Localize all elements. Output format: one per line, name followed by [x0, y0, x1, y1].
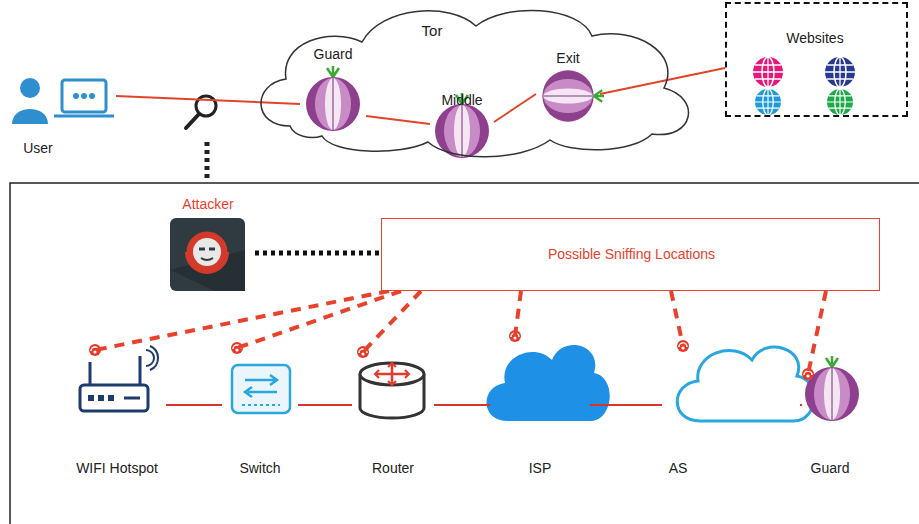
autonomous-system: AS [662, 346, 802, 482]
attacker: Attacker [160, 196, 255, 294]
cloud-outline [250, 2, 700, 162]
tor-cloud: TorGuardMiddle Exit [250, 2, 700, 162]
sniffing-link [808, 291, 826, 374]
sniffing-link [515, 291, 521, 336]
sniffing-link [671, 291, 683, 346]
middle-relay: Middle [430, 92, 494, 162]
network-link [298, 404, 352, 406]
node-label: ISP [529, 460, 552, 477]
website-globes [753, 57, 855, 115]
node-label: Router [372, 460, 414, 477]
node-label: Switch [239, 460, 280, 477]
network-link [800, 404, 802, 406]
sniffing-link [95, 291, 389, 350]
sniffing-panel [10, 183, 919, 524]
network-link [116, 96, 300, 104]
attacker-link [255, 251, 381, 256]
node-label: User [23, 140, 53, 157]
network-link [366, 116, 430, 124]
network-link [494, 94, 536, 122]
wifi-hotspot-icon [80, 346, 158, 411]
exit-onion [542, 70, 604, 121]
sniffing-link [237, 291, 401, 348]
network-link [166, 404, 222, 406]
sniffer-markers [89, 330, 814, 380]
guard-relay: Guard [800, 374, 866, 482]
router: Router [352, 352, 434, 482]
user: User [12, 72, 116, 158]
network-link [434, 404, 490, 406]
network-link [590, 404, 662, 406]
sniffing-box: Possible Sniffing Locations [381, 218, 880, 291]
node-label: Attacker [182, 196, 233, 213]
dotted-leader [205, 142, 210, 182]
cloud-path [261, 10, 688, 156]
node-label: Websites [786, 30, 843, 47]
isp-cloud [486, 345, 609, 421]
isp: ISP [490, 336, 590, 482]
switch: Switch [222, 348, 298, 482]
node-label: Middle [441, 92, 482, 109]
guard-onion [805, 356, 859, 421]
switch-icon [232, 365, 290, 413]
user-icon [12, 78, 48, 124]
middle-onion [435, 93, 489, 158]
node-label: Guard [314, 46, 353, 63]
node-label: Guard [811, 460, 850, 477]
guard-relay: Guard [300, 46, 366, 134]
node-label: WIFI Hotspot [76, 460, 158, 477]
node-label: Possible Sniffing Locations [548, 246, 715, 263]
sniffing-link [363, 291, 421, 352]
guard-onion [306, 66, 360, 131]
node-label: Exit [556, 50, 579, 67]
network-link [600, 68, 725, 94]
attacker-icon [170, 218, 245, 291]
router-icon [360, 363, 424, 418]
exit-relay: Exit [536, 50, 600, 124]
wifi-hotspot: WIFI Hotspot [68, 350, 166, 482]
websites-box: Websites [725, 2, 908, 117]
as-cloud [677, 347, 814, 421]
node-label: Tor [422, 22, 443, 39]
laptop-icon [54, 80, 114, 116]
node-label: AS [669, 460, 688, 477]
